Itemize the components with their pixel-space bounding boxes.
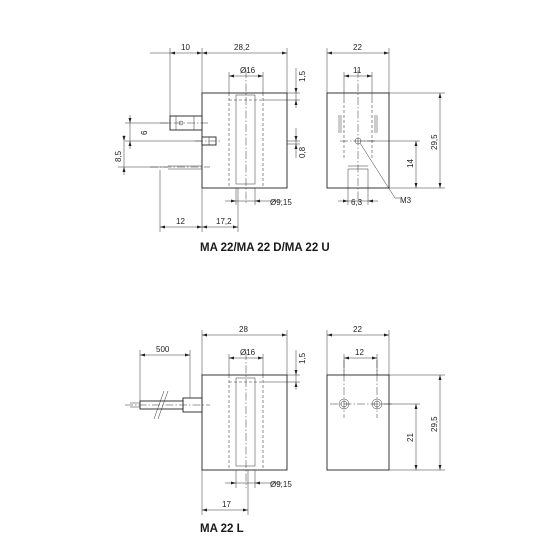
dim-28-2: 28,2 bbox=[234, 43, 250, 52]
title-ma22-l: MA 22 L bbox=[200, 523, 244, 535]
dim-phi9-15: Ø9,15 bbox=[270, 198, 292, 207]
dim-l-22: 22 bbox=[353, 325, 362, 334]
dim-l-phi16: Ø16 bbox=[240, 348, 256, 357]
drawing-top-front-view bbox=[150, 70, 288, 205]
dim-22: 22 bbox=[353, 43, 362, 52]
dim-l-1-5: 1,5 bbox=[298, 352, 307, 364]
magnet-l-body-side bbox=[326, 374, 390, 471]
dim-14: 14 bbox=[406, 159, 415, 168]
dim-8-5: 8,5 bbox=[114, 150, 123, 162]
bottom-side-dimensions: 22 12 29,5 21 bbox=[326, 325, 445, 471]
cable-stub bbox=[150, 165, 210, 170]
top-side-dimensions: 22 11 29,5 14 6,3 M3 bbox=[326, 43, 445, 207]
dim-17-2: 17,2 bbox=[216, 217, 232, 226]
dim-0-8: 0,8 bbox=[298, 146, 307, 158]
top-front-dimensions: 10 28,2 Ø16 1,5 0,8 6 bbox=[114, 43, 307, 232]
dim-6-3: 6,3 bbox=[351, 198, 363, 207]
dim-1-5: 1,5 bbox=[298, 70, 307, 82]
drawing-top-side-view bbox=[326, 70, 390, 205]
dim-l-phi9-15: Ø9,15 bbox=[270, 480, 292, 489]
bottom-front-dimensions: 500 28 Ø16 1,5 Ø9,15 17 bbox=[139, 325, 307, 515]
dim-500: 500 bbox=[156, 345, 170, 354]
dim-11: 11 bbox=[353, 66, 362, 75]
magnet-l-body-front bbox=[201, 374, 288, 471]
label-m3: M3 bbox=[400, 196, 412, 205]
title-ma22-d-u: MA 22/MA 22 D/MA 22 U bbox=[200, 242, 330, 254]
dim-phi16: Ø16 bbox=[240, 66, 256, 75]
dim-l-29-5: 29,5 bbox=[430, 416, 439, 432]
dim-l-12: 12 bbox=[355, 348, 364, 357]
cable-connector bbox=[125, 390, 210, 420]
dim-12: 12 bbox=[176, 217, 185, 226]
dim-6: 6 bbox=[140, 130, 149, 135]
drawing-bottom-front-view bbox=[125, 352, 288, 488]
dim-17: 17 bbox=[222, 500, 231, 509]
drawing-bottom-side-view bbox=[326, 360, 392, 471]
dim-29-5: 29,5 bbox=[430, 134, 439, 150]
dim-28: 28 bbox=[239, 325, 248, 334]
dim-10: 10 bbox=[181, 43, 190, 52]
dim-l-21: 21 bbox=[406, 433, 415, 442]
